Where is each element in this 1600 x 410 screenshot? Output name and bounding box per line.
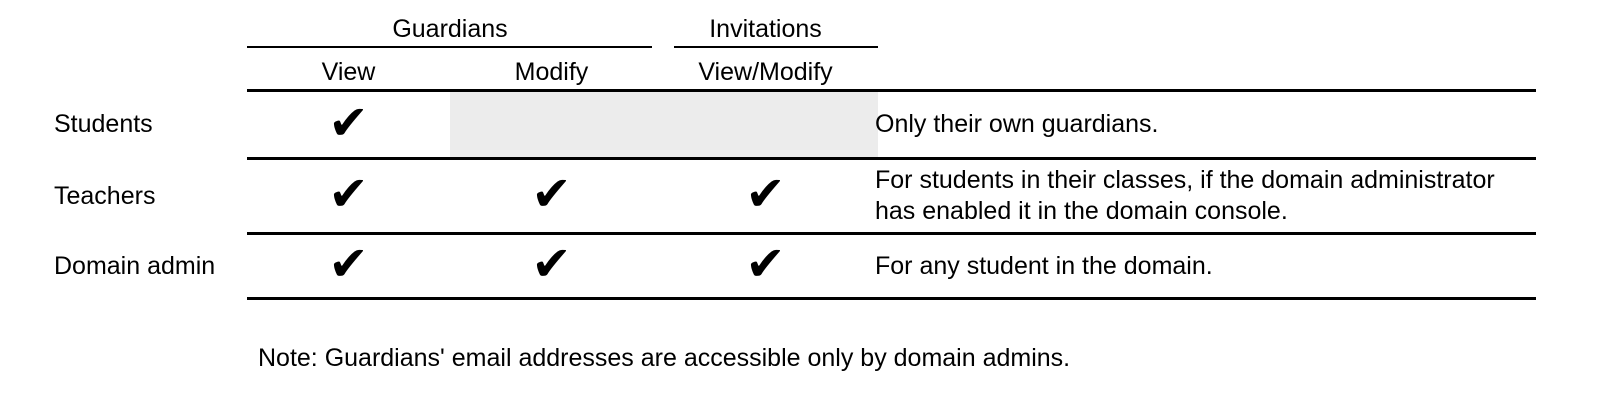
cell-admin-invitations-view-modify: ✔ — [653, 235, 878, 297]
cell-teachers-guardians-modify: ✔ — [450, 160, 653, 232]
note-domain-admin: For any student in the domain. — [875, 251, 1213, 280]
cell-students-disabled-region — [450, 92, 878, 157]
header-bottom-rule — [247, 89, 1536, 92]
cell-teachers-guardians-view: ✔ — [247, 160, 450, 232]
students-row-rule — [247, 157, 1536, 160]
table-row-students: Students ✔ Only their own guardians. — [0, 92, 1600, 157]
check-icon: ✔ — [531, 166, 572, 222]
row-label-teachers: Teachers — [54, 181, 156, 210]
column-group-guardians: Guardians — [392, 14, 508, 43]
teachers-row-rule — [247, 232, 1536, 235]
cell-students-guardians-view: ✔ — [247, 92, 450, 157]
cell-admin-guardians-view: ✔ — [247, 235, 450, 297]
check-icon: ✔ — [328, 166, 369, 222]
row-label-students: Students — [54, 110, 153, 138]
note-teachers: For students in their classes, if the do… — [875, 166, 1495, 225]
column-header-view-modify: View/Modify — [698, 57, 833, 86]
cell-admin-guardians-modify: ✔ — [450, 235, 653, 297]
note-students: Only their own guardians. — [875, 110, 1159, 138]
table-row-domain-admin: Domain admin ✔ ✔ ✔ For any student in th… — [0, 235, 1600, 297]
check-icon: ✔ — [328, 236, 369, 292]
column-header-view: View — [321, 57, 376, 86]
admin-row-rule — [247, 297, 1536, 300]
column-group-invitations: Invitations — [709, 14, 822, 43]
check-icon: ✔ — [328, 94, 369, 151]
cell-teachers-invitations-view-modify: ✔ — [653, 160, 878, 232]
row-label-domain-admin: Domain admin — [54, 251, 216, 280]
footnote: Note: Guardians' email addresses are acc… — [258, 344, 1071, 372]
guardians-group-underline — [247, 46, 652, 48]
check-icon: ✔ — [745, 166, 786, 222]
table-row-teachers: Teachers ✔ ✔ ✔ For students in their cla… — [0, 160, 1600, 232]
check-icon: ✔ — [745, 236, 786, 292]
invitations-group-underline — [674, 46, 878, 48]
check-icon: ✔ — [531, 236, 572, 292]
column-header-modify: Modify — [514, 57, 589, 86]
